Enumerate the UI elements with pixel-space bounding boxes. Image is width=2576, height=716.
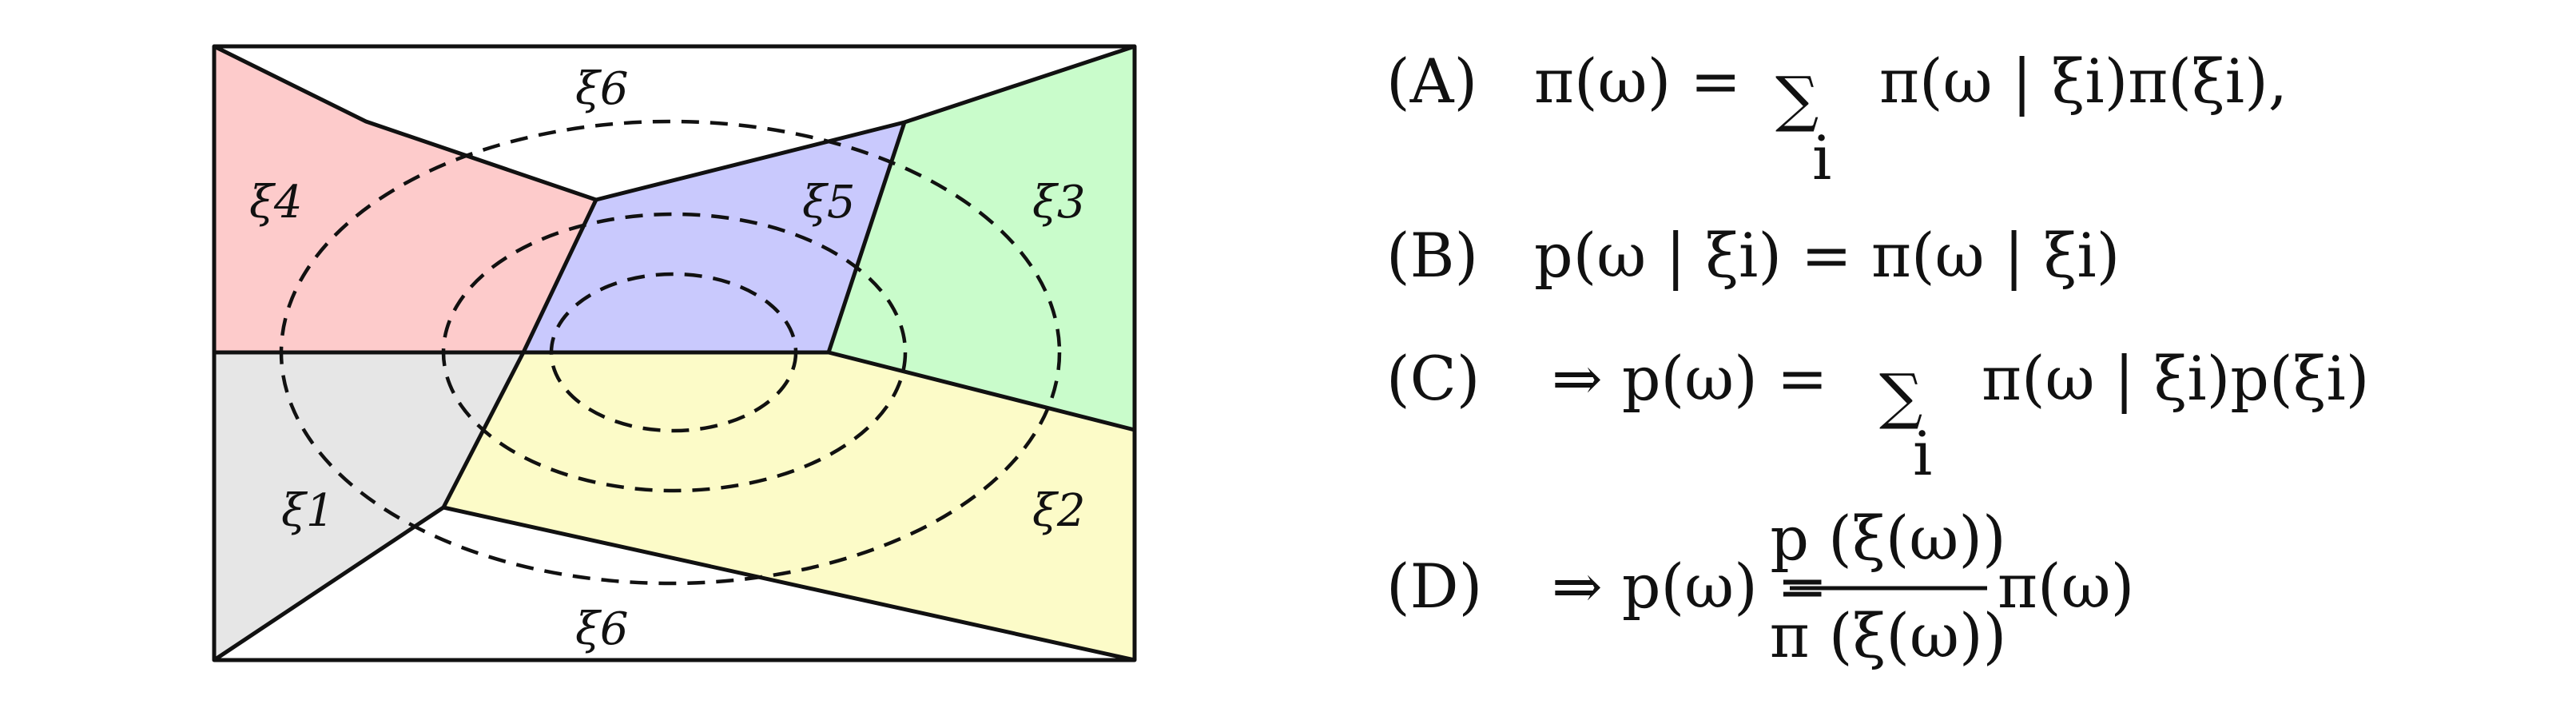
boundary-xi3-xi2 (828, 350, 1135, 432)
equation-d-rhs: π(ω) (1998, 551, 2134, 622)
label-xi6-top: ξ6 (575, 63, 628, 115)
equation-c-lhs: ⇒ p(ω) = (1552, 343, 1828, 414)
equation-list: (A) π(ω) = ∑ i π(ω | ξi)π(ξi), (B) p(ω |… (1386, 46, 2369, 671)
boundary-xi1-bottom (213, 505, 445, 662)
equation-a: (A) π(ω) = ∑ i π(ω | ξi)π(ξi), (1386, 46, 2288, 193)
equation-c-tag: (C) (1386, 343, 1480, 414)
equation-d-denominator: π (ξ(ω)) (1770, 600, 2007, 671)
equation-a-rhs: π(ω | ξi)π(ξi), (1879, 46, 2288, 117)
equation-d: (D) ⇒ p(ω) = p (ξ(ω)) π (ξ(ω)) π(ω) (1386, 503, 2134, 671)
label-xi3: ξ3 (1032, 177, 1085, 229)
label-xi1: ξ1 (281, 485, 334, 537)
equation-a-sum-index: i (1812, 122, 1831, 193)
equation-b-body: p(ω | ξi) = π(ω | ξi) (1534, 220, 2120, 291)
region-xi5 (523, 122, 904, 352)
label-xi4: ξ4 (249, 177, 302, 229)
boundary-xi5-xi3 (826, 121, 907, 353)
region-xi1 (214, 352, 523, 660)
label-xi2: ξ2 (1032, 485, 1085, 537)
region-xi2 (443, 352, 1135, 660)
region-xi6-top (214, 46, 1135, 200)
equation-c-sum-index: i (1913, 418, 1932, 489)
boundary-xi4-top (213, 44, 597, 202)
equation-c-rhs: π(ω | ξi)p(ξi) (1982, 343, 2369, 414)
equation-c: (C) ⇒ p(ω) = ∑ i π(ω | ξi)p(ξi) (1386, 343, 2369, 489)
equation-d-tag: (D) (1386, 551, 1482, 622)
partition-diagram: ξ6 ξ4 ξ5 ξ3 ξ1 ξ2 ξ6 (212, 44, 1137, 662)
boundary-xi1-xi2 (441, 351, 526, 509)
boundary-xi4-xi5 (521, 198, 598, 354)
equation-d-lhs: ⇒ p(ω) = (1552, 551, 1828, 622)
equation-a-sum: ∑ (1775, 63, 1819, 134)
equation-b-tag: (B) (1386, 220, 1478, 291)
label-xi6-bottom: ξ6 (575, 603, 628, 655)
equation-d-numerator: p (ξ(ω)) (1770, 503, 2006, 574)
equation-c-sum: ∑ (1879, 360, 1922, 432)
region-xi4 (214, 46, 596, 352)
region-boundaries (212, 44, 1137, 662)
equation-b: (B) p(ω | ξi) = π(ω | ξi) (1386, 220, 2120, 291)
label-xi5: ξ5 (802, 177, 855, 229)
boundary-xi2-bottom (443, 505, 1135, 662)
equation-a-tag: (A) (1386, 46, 1477, 117)
equation-a-lhs: π(ω) = (1534, 46, 1741, 117)
